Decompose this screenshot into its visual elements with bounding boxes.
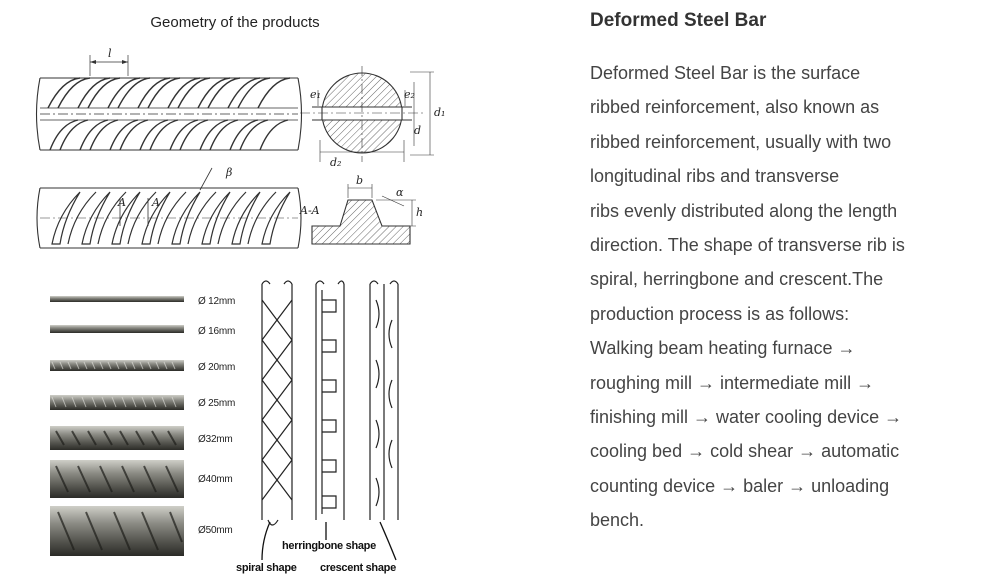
size-label-20: Ø 20mm <box>198 362 236 373</box>
size-label-32: Ø32mm <box>198 434 233 445</box>
size-label-12: Ø 12mm <box>198 296 236 307</box>
article-line: ribbed reinforcement, also known as <box>590 97 880 118</box>
e1-label: e₁ <box>310 88 321 101</box>
size-label-50: Ø50mm <box>198 525 233 536</box>
article-line: production process is as follows: <box>590 303 850 324</box>
beta-label: β <box>225 166 232 179</box>
section-aa-label: A-A <box>299 204 320 217</box>
herringbone-shape-drawing <box>315 280 345 520</box>
spiral-shape-label: spiral shape <box>236 562 297 574</box>
article-line: counting device → baler → unloading <box>590 475 890 496</box>
size-label-16: Ø 16mm <box>198 326 236 337</box>
rib-profile-drawing <box>311 184 416 245</box>
crescent-shape-label: crescent shape <box>320 562 396 574</box>
cross-section-drawing <box>300 66 434 162</box>
article-line: ribbed reinforcement, usually with two <box>590 131 892 152</box>
article-line: longitudinal ribs and transverse <box>590 166 840 187</box>
alpha-label: α <box>396 186 404 199</box>
product-geometry-figure: Geometry of the products <box>35 14 445 574</box>
size-label-25: Ø 25mm <box>198 398 236 409</box>
article-line: Walking beam heating furnace → <box>590 338 856 359</box>
article-line: Deformed Steel Bar is the surface <box>590 63 861 83</box>
article-title: Deformed Steel Bar <box>590 10 767 31</box>
e2-label: e₂ <box>404 88 415 101</box>
shape-pointers <box>261 521 397 561</box>
section-a1-label: A <box>117 196 126 209</box>
article-line: finishing mill → water cooling device → <box>590 407 903 428</box>
d2-label: d₂ <box>330 156 341 169</box>
article-line: cooling bed → cold shear → automatic <box>590 441 900 462</box>
article-line: spiral, herringbone and crescent.The <box>590 269 884 290</box>
spiral-rib-bar-drawing <box>35 55 303 151</box>
herringbone-shape-label: herringbone shape <box>282 540 376 552</box>
crescent-rib-bar-drawing <box>36 167 302 249</box>
article: Deformed Steel Bar Deformed Steel Bar is… <box>590 8 980 538</box>
article-body: Deformed Steel Bar is the surface ribbed… <box>590 56 980 538</box>
figure-title: Geometry of the products <box>150 14 320 31</box>
width-label: b <box>356 174 363 187</box>
d1-label: d₁ <box>434 106 445 119</box>
spiral-shape-drawing <box>261 280 293 526</box>
pitch-label: l <box>108 47 112 60</box>
crescent-shape-drawing <box>369 280 399 520</box>
article-line: ribs evenly distributed along the length <box>590 200 898 221</box>
article-line: bench. <box>590 510 645 531</box>
article-line: roughing mill → intermediate mill → <box>590 372 875 393</box>
height-label: h <box>416 206 423 219</box>
geometry-drawing: l e₁ e₂ d d₁ <box>35 47 445 561</box>
d-label: d <box>414 124 421 137</box>
size-label-40: Ø40mm <box>198 474 233 485</box>
article-line: direction. The shape of transverse rib i… <box>590 235 905 256</box>
bar-photos <box>50 296 184 556</box>
section-a2-label: A <box>151 196 160 209</box>
